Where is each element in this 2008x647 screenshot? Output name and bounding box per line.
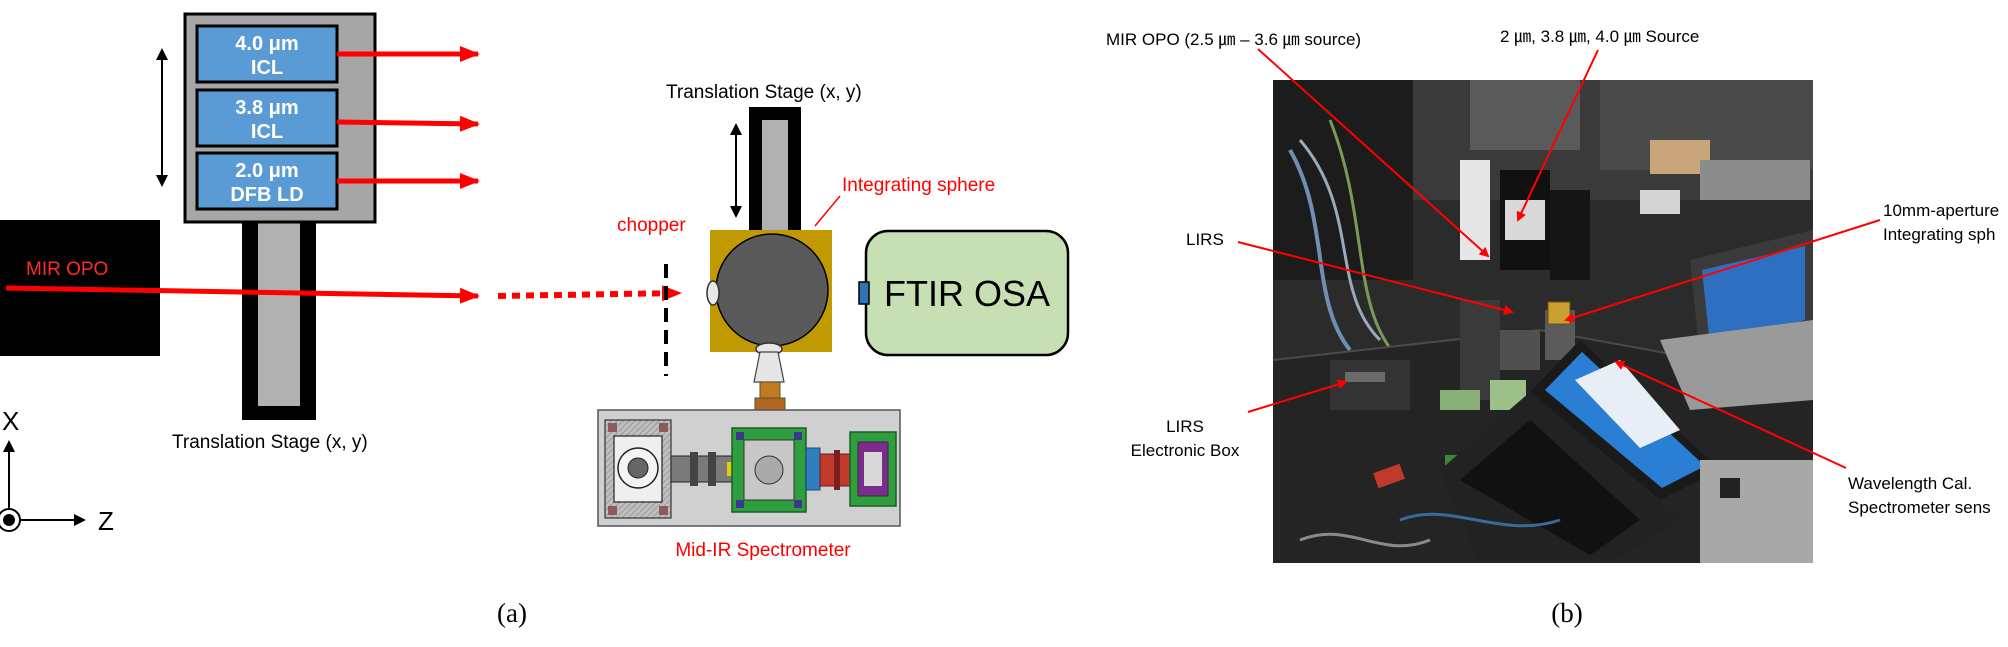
wavelength-label-line1: Wavelength Cal. <box>1848 474 1972 493</box>
panel-b: MIR OPO (2.5 ㎛ – 3.6 ㎛ source) 2 ㎛, 3.8 … <box>1106 27 1999 628</box>
integrating-sphere-pointer <box>814 195 841 227</box>
lirs-box-label-line1: LIRS <box>1166 417 1204 436</box>
source-box-3-8um: 3.8 μm ICL <box>195 88 339 148</box>
source-4um-wavelength: 4.0 μm <box>235 33 298 55</box>
beam-mir-opo <box>5 285 480 304</box>
chopper-label: chopper <box>617 215 686 236</box>
pointer-lirs <box>1237 241 1514 315</box>
source-label: 2 ㎛, 3.8 ㎛, 4.0 ㎛ Source <box>1500 27 1699 47</box>
translation-stage-right-track <box>762 120 788 231</box>
translation-stage-right-label: Translation Stage (x, y) <box>666 82 862 103</box>
panel-a: MIR OPO 4.0 μm ICL 3.8 μm ICL 2.0 μm DFB… <box>0 12 1070 628</box>
translation-stage-left-track <box>258 210 300 406</box>
source-box-2um: 2.0 μm DFB LD <box>195 151 339 211</box>
lirs-box-label-line2: Electronic Box <box>1131 441 1240 460</box>
axis-x-label: X <box>2 406 19 436</box>
axis-z-label: Z <box>98 506 114 536</box>
source-3-8um-type: ICL <box>251 121 283 143</box>
source-box-4um: 4.0 μm ICL <box>195 24 339 84</box>
integrating-sphere-label: Integrating sphere <box>842 175 995 196</box>
integrating-sphere <box>715 233 829 347</box>
wavelength-label-line2: Spectrometer sens <box>1848 498 1991 517</box>
pointer-lirs-box <box>1247 379 1348 413</box>
ftir-osa-port <box>858 281 870 305</box>
aperture-label-line2: Integrating sph <box>1883 225 1995 244</box>
aperture-label-line1: 10mm-aperture <box>1883 201 1999 220</box>
pointer-aperture <box>1564 219 1881 323</box>
source-3-8um-wavelength: 3.8 μm <box>235 97 298 119</box>
beam-3-8um <box>336 115 480 132</box>
sphere-input-port <box>706 280 720 306</box>
beam-dotted <box>497 285 682 302</box>
mir-opo-source-label: MIR OPO (2.5 ㎛ – 3.6 ㎛ source) <box>1106 30 1361 50</box>
translation-stage-left-label: Translation Stage (x, y) <box>172 432 368 453</box>
lirs-label: LIRS <box>1186 230 1224 249</box>
pointer-source <box>1516 49 1599 222</box>
panel-b-label: (b) <box>1551 598 1582 628</box>
axis-indicator: X Z <box>0 406 114 536</box>
pointer-wavelength <box>1614 360 1847 469</box>
source-2um-type: DFB LD <box>230 184 303 206</box>
mir-opo-label: MIR OPO <box>26 259 108 280</box>
ftir-osa-label: FTIR OSA <box>884 273 1050 314</box>
pointer-mir-opo <box>1257 48 1490 258</box>
lab-photo <box>1272 80 1814 563</box>
source-2um-wavelength: 2.0 μm <box>235 160 298 182</box>
panel-a-label: (a) <box>497 598 527 628</box>
source-4um-type: ICL <box>251 57 283 79</box>
mid-ir-spectrometer <box>597 351 901 527</box>
spectrometer-label: Mid-IR Spectrometer <box>675 540 851 561</box>
